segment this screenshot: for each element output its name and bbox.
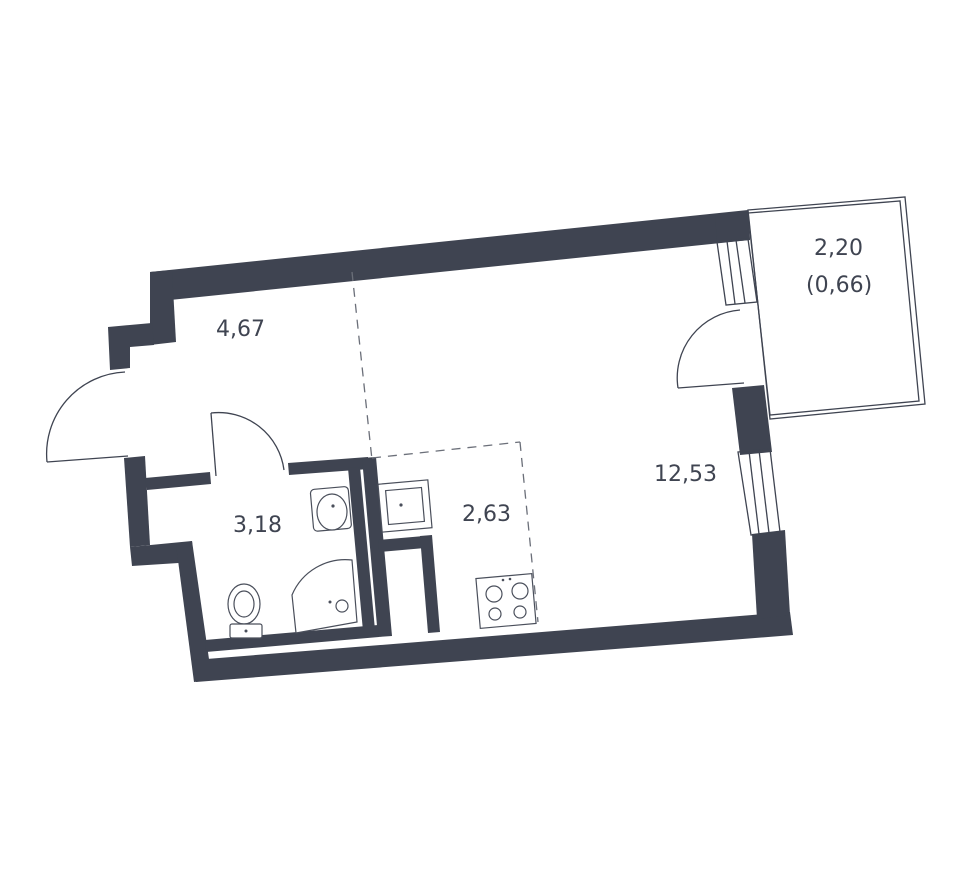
room-area-balcony-reduced: (0,66) [806, 273, 872, 298]
kitchen-sink-icon [377, 479, 433, 533]
toilet-icon [227, 583, 263, 639]
stove-icon [475, 573, 537, 629]
room-area-balcony: 2,20 [814, 236, 863, 261]
balcony-outline [747, 196, 926, 420]
room-area-living-room: 12,53 [654, 462, 717, 487]
exterior-walls [108, 210, 793, 682]
interior-walls [145, 457, 440, 652]
room-area-bathroom: 3,18 [233, 513, 282, 538]
sink-icon [309, 486, 352, 532]
balcony-door [676, 309, 745, 389]
windows [716, 238, 781, 536]
bathroom-door [210, 411, 285, 477]
room-area-hallway: 4,67 [216, 317, 265, 342]
room-area-kitchen: 2,63 [462, 502, 511, 527]
entrance-door [45, 371, 129, 463]
shower-icon [291, 559, 358, 634]
zone-separators [351, 271, 539, 623]
